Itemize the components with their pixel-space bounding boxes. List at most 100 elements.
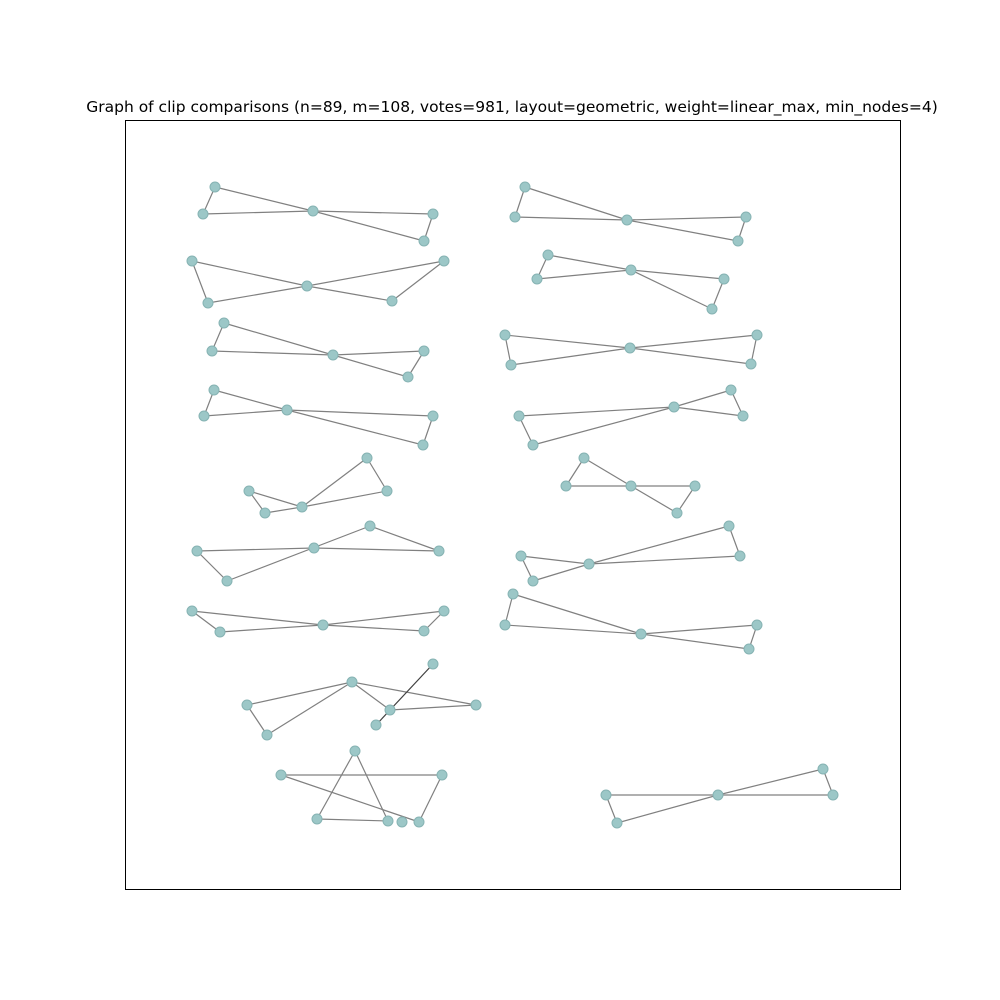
graph-edge: [226, 525, 371, 582]
graph-edge: [351, 681, 391, 711]
graph-node: [718, 273, 730, 285]
graph-node: [186, 255, 198, 267]
graph-edge: [418, 774, 443, 823]
graph-edge: [280, 774, 420, 823]
graph-node: [191, 545, 203, 557]
graph-node: [261, 729, 273, 741]
graph-edge: [312, 210, 425, 242]
graph-node: [214, 626, 226, 638]
graph-node: [740, 211, 752, 223]
graph-edge: [196, 547, 315, 552]
graph-node: [327, 349, 339, 361]
graph-edge: [588, 555, 741, 565]
graph-edge: [191, 260, 209, 304]
graph-edge: [286, 409, 434, 417]
graph-node: [413, 816, 425, 828]
graph-edge: [312, 210, 434, 215]
graph-edge: [191, 260, 308, 287]
graph-edge: [524, 186, 628, 221]
graph-edge: [214, 186, 314, 212]
graph-edge: [301, 457, 368, 508]
graph-node: [519, 181, 531, 193]
graph-edge: [202, 210, 314, 215]
graph-node: [751, 619, 763, 631]
graph-edge: [717, 768, 824, 796]
graph-edge: [630, 269, 725, 280]
graph-node: [689, 480, 701, 492]
graph-node: [723, 520, 735, 532]
graph-edge: [588, 525, 730, 565]
graph-edge: [565, 457, 585, 487]
graph-node: [625, 480, 637, 492]
graph-node: [221, 575, 233, 587]
graph-edge: [211, 350, 334, 356]
graph-node: [499, 619, 511, 631]
edges-layer: [191, 186, 834, 824]
graph-node: [531, 273, 543, 285]
graph-edge: [191, 610, 221, 633]
graph-node: [712, 789, 724, 801]
graph-edge: [354, 750, 389, 822]
graph-node: [208, 384, 220, 396]
graph-edge: [248, 490, 303, 508]
graph-edge: [196, 550, 228, 582]
graph-edge: [673, 406, 744, 417]
graph-node: [346, 676, 358, 688]
plot-frame: [125, 120, 901, 890]
graph-edge: [583, 457, 632, 487]
graph-edge: [626, 216, 747, 221]
graph-node: [381, 485, 393, 497]
graph-node: [241, 699, 253, 711]
graph-node: [621, 214, 633, 226]
graph-node: [542, 249, 554, 261]
graph-edge: [629, 347, 752, 365]
graph-node: [186, 605, 198, 617]
graph-edge: [203, 409, 288, 417]
graph-node: [611, 817, 623, 829]
graph-node: [202, 297, 214, 309]
graph-node: [635, 628, 647, 640]
graph-edge: [510, 347, 631, 366]
graph-node: [418, 625, 430, 637]
graph-node: [317, 619, 329, 631]
graph-edge: [246, 681, 353, 706]
graph-edge: [512, 593, 642, 635]
graph-node: [438, 605, 450, 617]
graph-edge: [316, 750, 356, 820]
graph-node: [737, 410, 749, 422]
graph-node: [625, 264, 637, 276]
graph-node: [384, 704, 396, 716]
graph-edge: [389, 704, 477, 711]
graph-node: [296, 501, 308, 513]
graph-node: [243, 485, 255, 497]
graph-node: [505, 359, 517, 371]
graph-node: [578, 452, 590, 464]
graph-edge: [223, 322, 334, 356]
graph-edge: [316, 818, 389, 822]
graph-node: [513, 410, 525, 422]
graph-edge: [504, 334, 631, 349]
graph-edge: [266, 681, 353, 736]
graph-node: [527, 439, 539, 451]
graph-node: [427, 208, 439, 220]
graph-edge: [504, 624, 642, 635]
graph-node: [402, 371, 414, 383]
graph-node: [600, 789, 612, 801]
graph-edge: [532, 563, 590, 582]
graph-edge: [246, 704, 268, 736]
graph-node: [624, 342, 636, 354]
graph-node: [751, 329, 763, 341]
graph-node: [743, 643, 755, 655]
graph-node: [396, 816, 408, 828]
graph-edge: [520, 555, 590, 565]
nodes-layer: [186, 181, 839, 829]
graph-edge: [306, 285, 393, 302]
graph-node: [507, 588, 519, 600]
graph-edge: [306, 260, 445, 287]
graph-edge: [514, 216, 628, 221]
graph-edge: [518, 406, 675, 417]
graph-node: [308, 542, 320, 554]
graph-node: [259, 507, 271, 519]
graph-node: [433, 545, 445, 557]
